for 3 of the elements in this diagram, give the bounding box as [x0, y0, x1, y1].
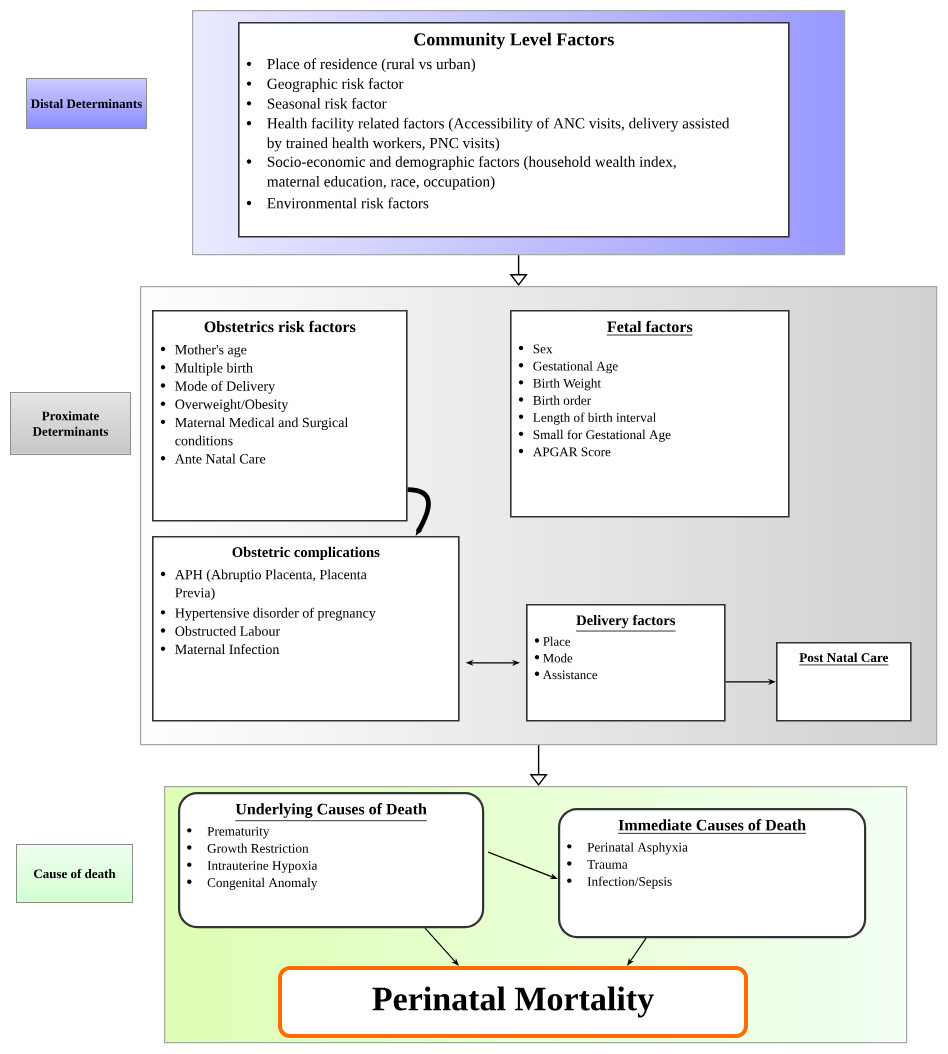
arrow — [424, 927, 459, 966]
arrow — [627, 937, 647, 966]
outcome-box: Perinatal Mortality — [278, 966, 748, 1038]
